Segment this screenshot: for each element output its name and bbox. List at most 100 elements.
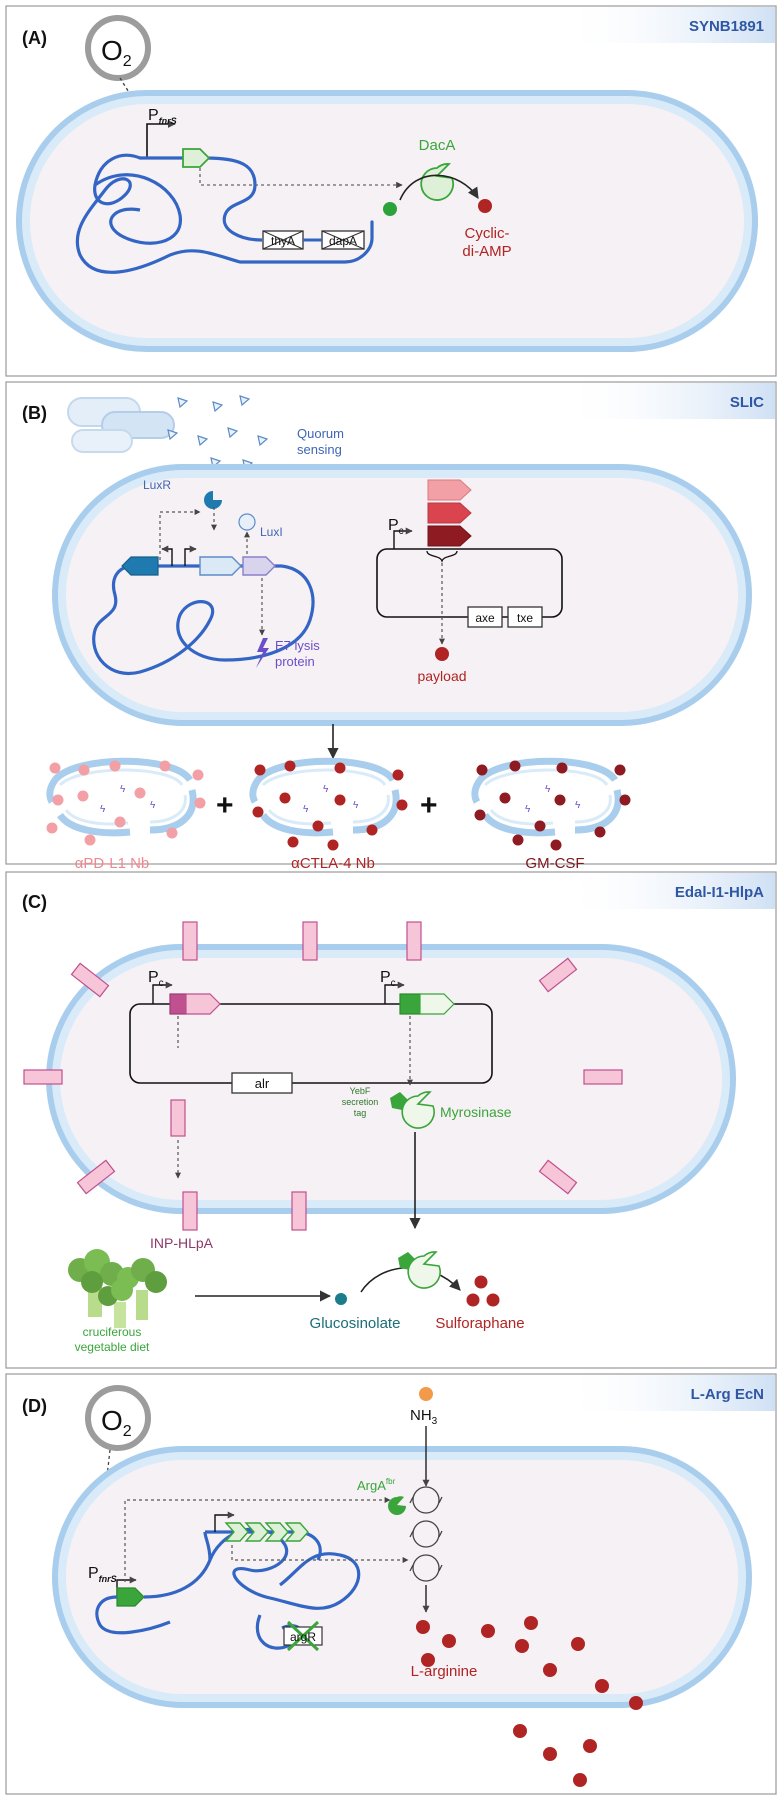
- arga-label: ArgAfbr: [357, 1477, 396, 1493]
- svg-text:ϟ: ϟ: [150, 800, 156, 811]
- payload-gene-2: [427, 502, 472, 524]
- payload-gene-1: [427, 479, 472, 501]
- svg-text:ϟ: ϟ: [353, 800, 359, 811]
- ammonia-label: NH3: [410, 1407, 438, 1427]
- arga-expression-arrow: [124, 1497, 391, 1582]
- panel-d: L-Arg EcN (D) O2 NH3 PfnrS: [5, 1373, 777, 1795]
- o2-label: O: [101, 1405, 123, 1436]
- product-label-2: di-AMP: [462, 243, 511, 260]
- panel-b: SLIC (B) Quorum sensing LuxR: [5, 381, 777, 872]
- lysis-lightning-icon: [256, 638, 269, 668]
- gene-alr: [231, 1072, 293, 1094]
- plasmid: [129, 1003, 493, 1084]
- lysis-label-1: E7 lysis: [275, 638, 320, 653]
- bacterium-cell-d: [52, 1446, 752, 1708]
- myrosinase-label: Myrosinase: [440, 1104, 512, 1120]
- gene-dapa: dapA: [321, 230, 365, 250]
- panel-c-label: (C): [22, 892, 47, 912]
- bacterium-cell-a: [16, 90, 758, 352]
- bacterium-cell-c: [46, 944, 736, 1214]
- promoter-label: PfnrS: [88, 1565, 117, 1584]
- panel-a: SYNB1891 (A) O2 PfnrS thyA: [5, 5, 777, 377]
- yebf-label-2: secretion: [342, 1097, 379, 1107]
- ammonia-molecule: [419, 1387, 433, 1401]
- broccoli-icon: [68, 1249, 167, 1328]
- quorum-label-1: Quorum: [297, 426, 344, 441]
- panel-a-tag-bg: [560, 7, 775, 43]
- expression-arrow: [199, 168, 403, 189]
- l-arginine-molecules: [416, 1616, 643, 1787]
- promoter-right-arrow: [184, 545, 197, 566]
- promoter-arrow: [146, 120, 176, 157]
- lysed-cell-1: ϟ ϟ ϟ: [46, 757, 206, 846]
- panel-c: Edal-I1-HlpA (C) alr Pc Pc: [5, 871, 777, 1369]
- svg-text:ϟ: ϟ: [525, 804, 531, 815]
- chromosome-dna-loop: [204, 156, 263, 242]
- svg-text:O2: O2: [101, 1405, 132, 1440]
- plasmid-promoter-label: Pc: [388, 517, 404, 537]
- plus-sign-2: +: [420, 789, 438, 822]
- arginine-pathway-cycles: [409, 1486, 443, 1582]
- promoter-right-arrow: [384, 981, 405, 1004]
- cyclic-di-amp-molecule: [478, 199, 492, 213]
- svg-text:ϟ: ϟ: [323, 784, 329, 795]
- svg-text:ϟ: ϟ: [575, 800, 581, 811]
- chromosome-dna-tail: [95, 1595, 171, 1635]
- gene-alr-label: alr: [255, 1076, 270, 1091]
- plus-sign-1: +: [216, 789, 234, 822]
- gene-thya: thyA: [262, 230, 304, 250]
- substrate-molecule: [383, 202, 397, 216]
- payload-label: payload: [417, 668, 466, 684]
- reaction-arrow: [399, 174, 479, 201]
- inp-hlpa-label: INP-HLpA: [150, 1235, 214, 1251]
- payload-gene-3: [427, 525, 472, 547]
- svg-text:ϟ: ϟ: [100, 804, 106, 815]
- plasmid-promoter-arrow: [393, 527, 413, 549]
- yebf-label-3: tag: [354, 1108, 367, 1118]
- myrosinase-gene: [419, 993, 455, 1015]
- svg-text:thyA: thyA: [271, 234, 295, 248]
- svg-text:ϟ: ϟ: [303, 804, 309, 815]
- glucosinolate-molecule: [335, 1293, 347, 1305]
- luxi-label: LuxI: [260, 525, 283, 539]
- oxygen-icon: O2: [85, 1385, 151, 1451]
- payload-molecule: [435, 647, 449, 661]
- panel-d-tag-bg: [560, 1375, 775, 1411]
- lysis-label-2: protein: [275, 654, 315, 669]
- promoter-right-label: Pc: [380, 969, 396, 989]
- luxi-gene: [199, 556, 242, 576]
- panel-b-tag-bg: [560, 383, 775, 419]
- lysate-label-1: αPD-L1 Nb: [75, 855, 150, 872]
- sulforaphane-molecule-2: [466, 1293, 480, 1307]
- svg-text:ϟ: ϟ: [120, 784, 126, 795]
- yebf-label-1: YebF: [350, 1086, 371, 1096]
- panel-d-label: (D): [22, 1396, 47, 1416]
- svg-text:dapA: dapA: [329, 234, 357, 248]
- gene-txe-label: txe: [517, 611, 533, 625]
- lysate-label-3: GM-CSF: [525, 855, 584, 872]
- oxygen-icon: O2: [85, 15, 151, 81]
- glucosinolate-label: Glucosinolate: [310, 1315, 401, 1332]
- promoter-left-arrow: [152, 981, 173, 1004]
- luxr-label: LuxR: [143, 478, 171, 492]
- quorum-label-2: sensing: [297, 442, 342, 457]
- chromosome-dna: [92, 564, 315, 676]
- argr-knockout-gene: argR: [283, 1620, 323, 1652]
- hlpa-gene: [185, 993, 221, 1015]
- inp-hlpa-protein: [170, 1099, 186, 1137]
- panel-a-tag: SYNB1891: [689, 18, 764, 35]
- panel-b-label: (B): [22, 403, 47, 423]
- luxi-protein-icon: [238, 513, 256, 531]
- inp-gene: [169, 993, 187, 1015]
- panel-c-tag: Edal-I1-HlpA: [675, 884, 764, 901]
- arg-operon-genes: [224, 1522, 309, 1542]
- gene-txe: [507, 606, 543, 628]
- panel-a-label: (A): [22, 28, 47, 48]
- sulforaphane-molecule-1: [474, 1275, 488, 1289]
- sulforaphane-molecule-3: [486, 1293, 500, 1307]
- luxr-expression-arrow: [159, 509, 201, 560]
- surface-protein-inp-hlpa: [23, 921, 623, 1231]
- myrosinase-enzyme-secreted: [407, 1251, 441, 1289]
